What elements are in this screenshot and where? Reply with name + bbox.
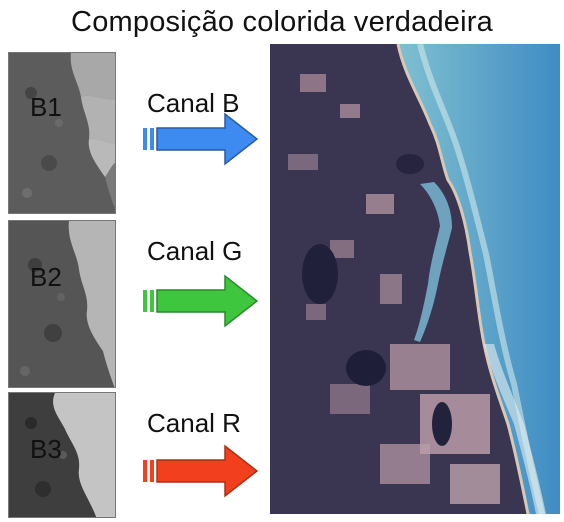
channel-label-b: Canal B xyxy=(147,88,240,118)
band-image-b2 xyxy=(8,220,116,388)
band-image-b3 xyxy=(8,392,116,518)
diagram-title: Composição colorida verdadeira xyxy=(71,6,493,38)
channel-label-g: Canal G xyxy=(147,236,243,266)
right-arrow-icon xyxy=(143,274,259,328)
right-arrow-icon xyxy=(143,444,259,498)
band-image-b1 xyxy=(8,52,116,214)
channel-label-r: Canal R xyxy=(147,408,241,438)
band-label-b3: B3 xyxy=(30,434,62,464)
band-label-b1: B1 xyxy=(30,92,62,122)
right-arrow-icon xyxy=(143,112,259,166)
band-label-b2: B2 xyxy=(30,262,62,292)
true-color-composite-image xyxy=(270,44,560,514)
